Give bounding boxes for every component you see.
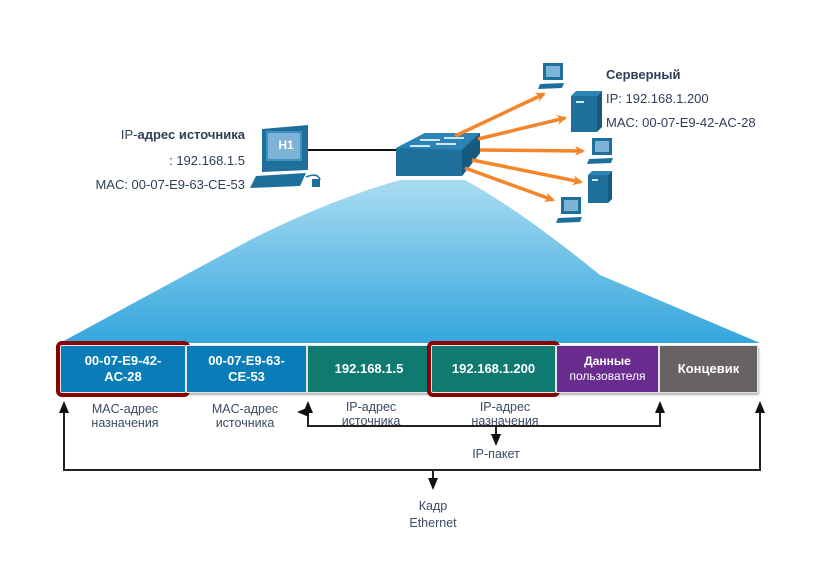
server-ip: IP: 192.168.1.200 xyxy=(606,91,709,106)
frame-field-src-ip: 192.168.1.5 xyxy=(307,345,431,393)
orange-arrows xyxy=(454,92,585,202)
caption-src-ip-line1: IP-адрес xyxy=(345,400,397,414)
caption-dest-mac-line2: назначения xyxy=(91,416,159,430)
source-ip-value: : 192.168.1.5 xyxy=(169,153,245,168)
caption-src-mac-line1: MAC-адрес xyxy=(211,402,279,416)
pc-icon-h1 xyxy=(250,125,321,188)
trailer-value: Концевик xyxy=(677,361,740,376)
host-name-h1: H1 xyxy=(278,138,294,152)
pc-icon-3 xyxy=(556,197,582,223)
server-title: Серверный xyxy=(606,67,681,82)
ethernet-frame-bracket xyxy=(59,401,765,490)
flood-arrow xyxy=(471,158,583,186)
server-mac: MAC: 00-07-E9-42-AC-28 xyxy=(606,115,756,130)
ethernet-frame-label-line2: Ethernet xyxy=(409,516,457,530)
source-mac-value: MAC: 00-07-E9-63-CE-53 xyxy=(95,177,245,192)
caption-src-mac-line2: источника xyxy=(215,416,275,430)
dest-ip-value: 192.168.1.200 xyxy=(451,361,536,376)
zoom-funnel xyxy=(60,180,760,343)
switch-icon xyxy=(396,133,480,176)
dest-mac-line2: AC-28 xyxy=(104,369,142,384)
flood-arrow xyxy=(454,92,546,138)
source-ip-label: IP-адрес источника xyxy=(121,124,245,146)
server-icon-2 xyxy=(588,171,612,203)
flood-arrow xyxy=(464,166,555,202)
frame-field-src-mac: 00-07-E9-63-CE-53 xyxy=(186,345,307,393)
server-icon-1 xyxy=(571,91,602,132)
pc-icon-2 xyxy=(587,138,613,164)
frame-field-dest-mac: 00-07-E9-42-AC-28 xyxy=(56,341,190,397)
caption-dest-ip-line2: назначения xyxy=(471,414,539,428)
frame-field-dest-ip: 192.168.1.200 xyxy=(427,341,560,397)
ip-packet-bracket xyxy=(297,401,665,446)
ethernet-frame-label-line1: Кадр xyxy=(418,499,448,513)
frame-field-trailer: Концевик xyxy=(659,345,758,393)
src-ip-value: 192.168.1.5 xyxy=(334,361,404,376)
flood-arrow xyxy=(479,145,585,156)
ip-packet-label: IP-пакет xyxy=(472,447,520,461)
flood-arrow xyxy=(477,115,567,141)
caption-dest-mac-line1: MAC-адрес xyxy=(91,402,159,416)
src-mac-line2: CE-53 xyxy=(228,369,265,384)
caption-dest-ip-line1: IP-адрес xyxy=(479,400,531,414)
user-data-line1: Данные xyxy=(584,354,631,368)
caption-src-ip-line2: источника xyxy=(341,414,401,428)
user-data-line2: пользователя xyxy=(569,369,646,383)
source-ip-label-prefix: IP- xyxy=(120,127,138,142)
pc-icon-1 xyxy=(538,63,564,89)
src-mac-line1: 00-07-E9-63- xyxy=(208,353,285,368)
dest-mac-line1: 00-07-E9-42- xyxy=(84,353,162,368)
source-ip-label-bold: адрес источника xyxy=(137,127,246,142)
